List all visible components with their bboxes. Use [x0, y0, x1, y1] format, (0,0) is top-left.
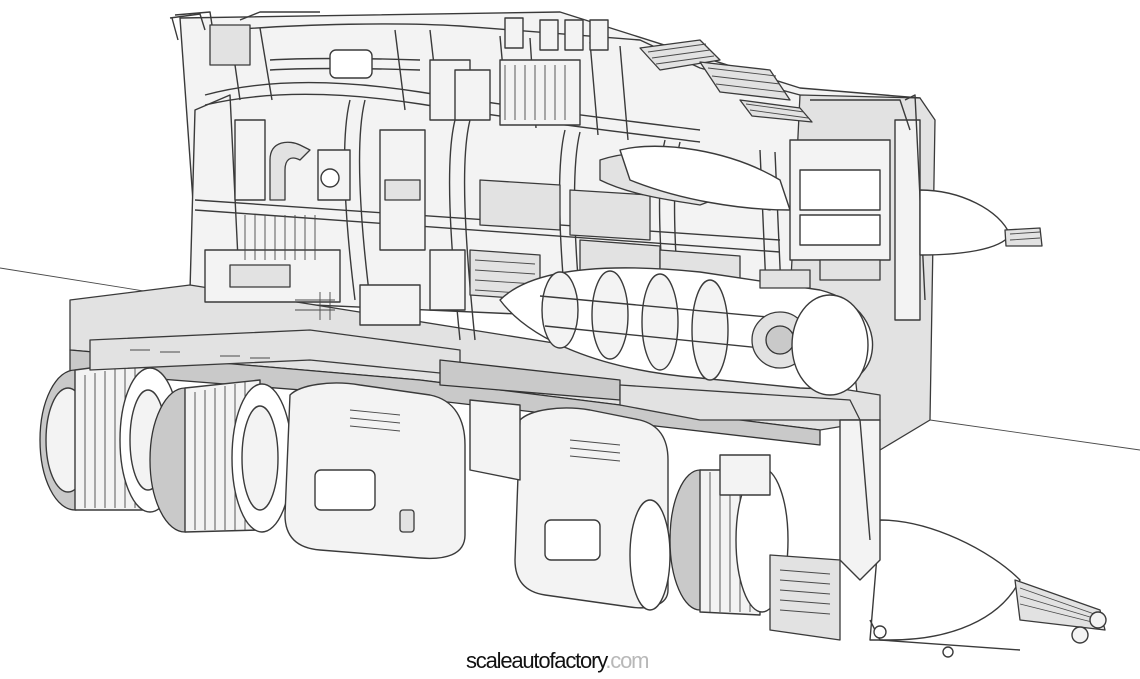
radiator-fins [244, 215, 316, 260]
internal-machinery-left [171, 11, 609, 303]
roof-vents [639, 39, 813, 123]
track-belt-right-top [469, 384, 861, 481]
track-unit-right-2 [669, 467, 789, 616]
engine-pod [499, 267, 874, 396]
upper-thruster [919, 189, 1043, 256]
track-belt-top [89, 329, 621, 401]
track-unit-right-3 [719, 454, 841, 641]
watermark: scaleautofactory.com [466, 648, 649, 678]
rear-strut [839, 419, 881, 581]
track-housing-right-1 [514, 407, 671, 611]
watermark-tld: .com [605, 648, 649, 673]
right-bulkhead [759, 94, 926, 321]
upper-pod [619, 145, 791, 211]
watermark-name: scaleautofactory [466, 648, 607, 673]
track-housing-left-3 [284, 382, 466, 560]
lower-thruster [869, 519, 1107, 658]
track-unit-left-2 [149, 379, 293, 533]
